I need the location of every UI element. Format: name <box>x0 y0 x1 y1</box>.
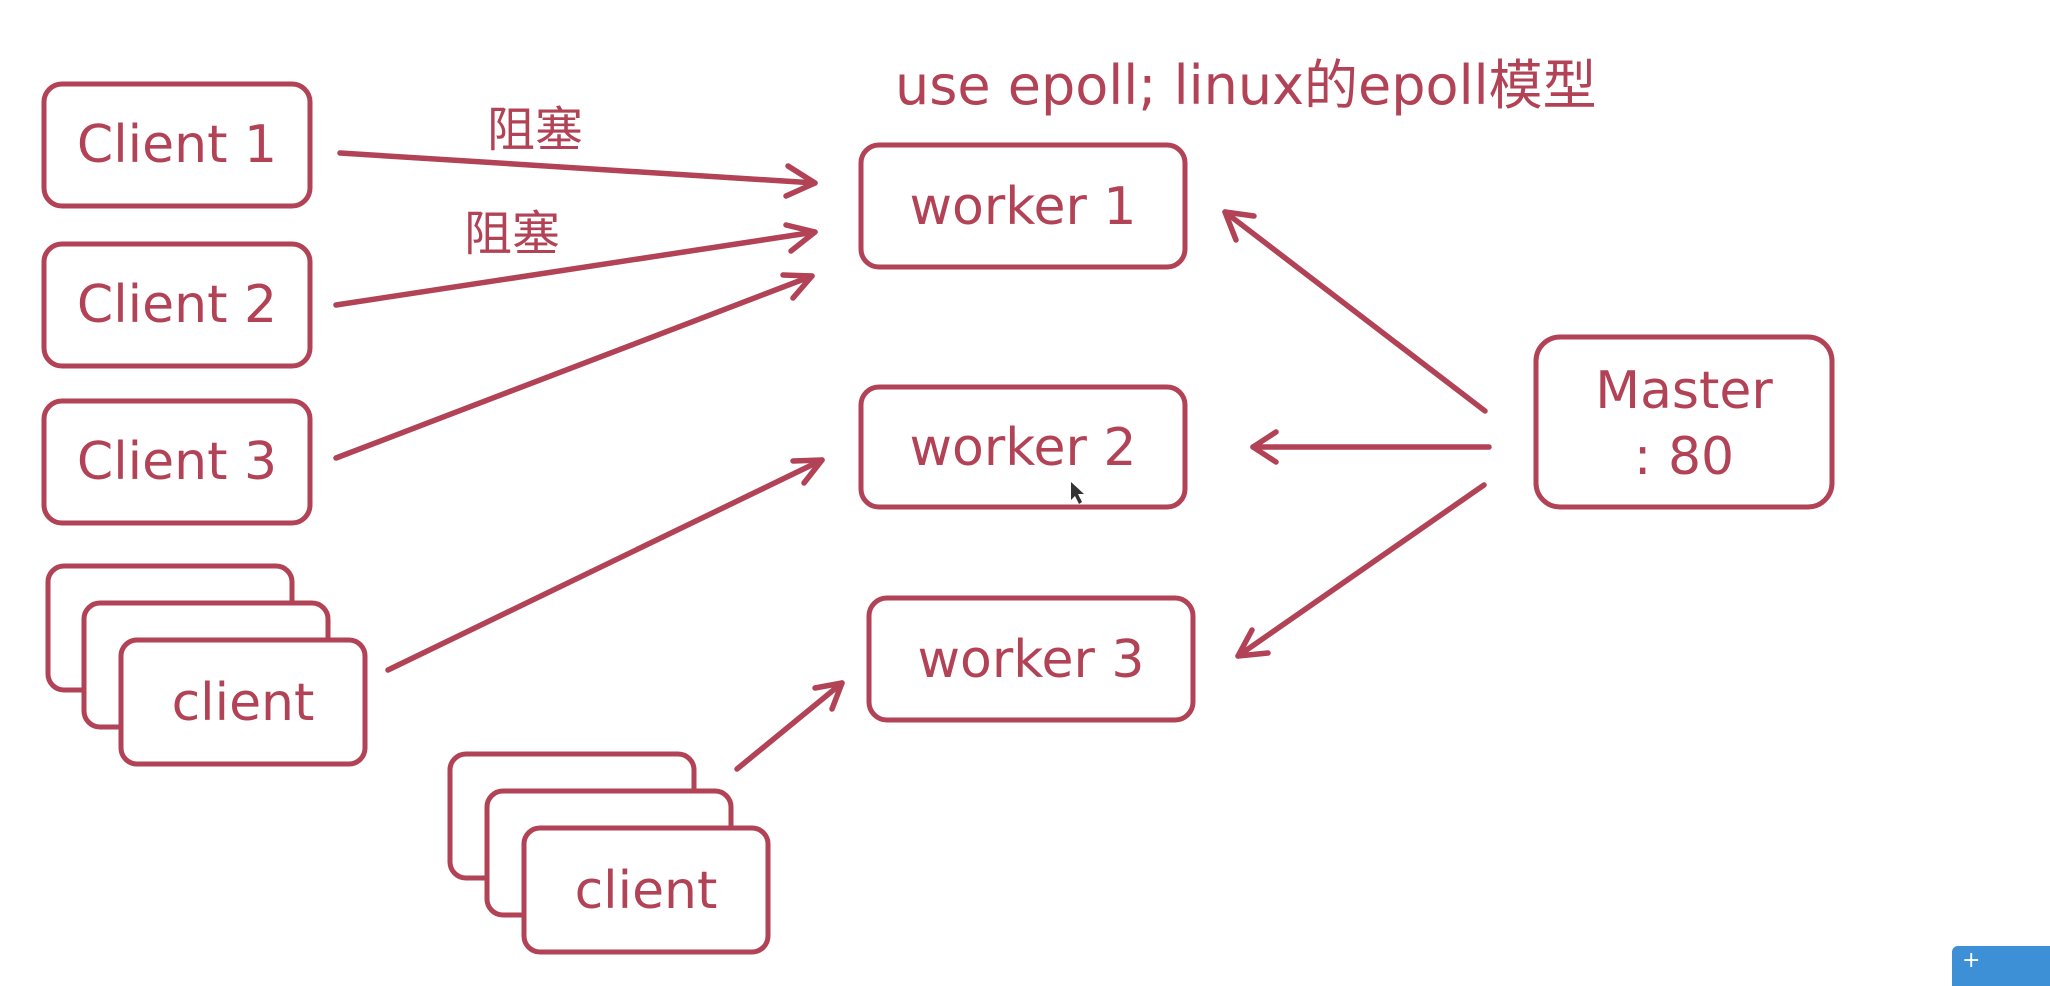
master-node: Master : 80 <box>1533 334 1835 510</box>
worker-3-label: worker 3 <box>918 630 1145 690</box>
corner-widget[interactable]: + <box>1952 946 2050 986</box>
worker-2-node: worker 2 <box>858 384 1188 510</box>
master-label-line2: : 80 <box>1634 427 1734 487</box>
arrow-clientstack-a-to-worker2 <box>385 457 825 673</box>
master-label-line1: Master <box>1595 361 1773 421</box>
client-3-node: Client 3 <box>41 398 313 526</box>
blocking-label-1: 阻塞 <box>487 102 583 158</box>
client-1-label: Client 1 <box>77 115 277 175</box>
arrow-master-to-worker3 <box>1235 482 1487 659</box>
client-stack-a: client <box>45 563 368 767</box>
client-1-node: Client 1 <box>41 81 313 209</box>
client-2-label: Client 2 <box>77 275 277 335</box>
arrow-master-to-worker2 <box>1250 429 1492 465</box>
blocking-label-2: 阻塞 <box>464 206 560 262</box>
worker-2-label: worker 2 <box>910 418 1137 478</box>
client-stack-a-label: client <box>172 673 315 733</box>
client-stack-b: client <box>447 751 771 955</box>
client-stack-b-label: client <box>575 861 718 921</box>
worker-1-label: worker 1 <box>910 177 1137 237</box>
arrow-clientstack-b-to-worker3 <box>734 680 845 772</box>
plus-icon: + <box>1962 948 1981 973</box>
arrow-client2-to-worker1 <box>333 222 818 308</box>
client-2-node: Client 2 <box>41 241 313 369</box>
arrow-client3-to-worker1 <box>333 272 815 461</box>
client-3-label: Client 3 <box>77 432 277 492</box>
worker-1-node: worker 1 <box>858 142 1188 270</box>
arrow-master-to-worker1 <box>1222 209 1488 414</box>
worker-3-node: worker 3 <box>866 595 1196 723</box>
mouse-cursor-icon <box>1071 482 1084 504</box>
arrow-client1-to-worker1 <box>337 150 818 199</box>
diagram-title: use epoll; linux的epoll模型 <box>895 54 1597 117</box>
